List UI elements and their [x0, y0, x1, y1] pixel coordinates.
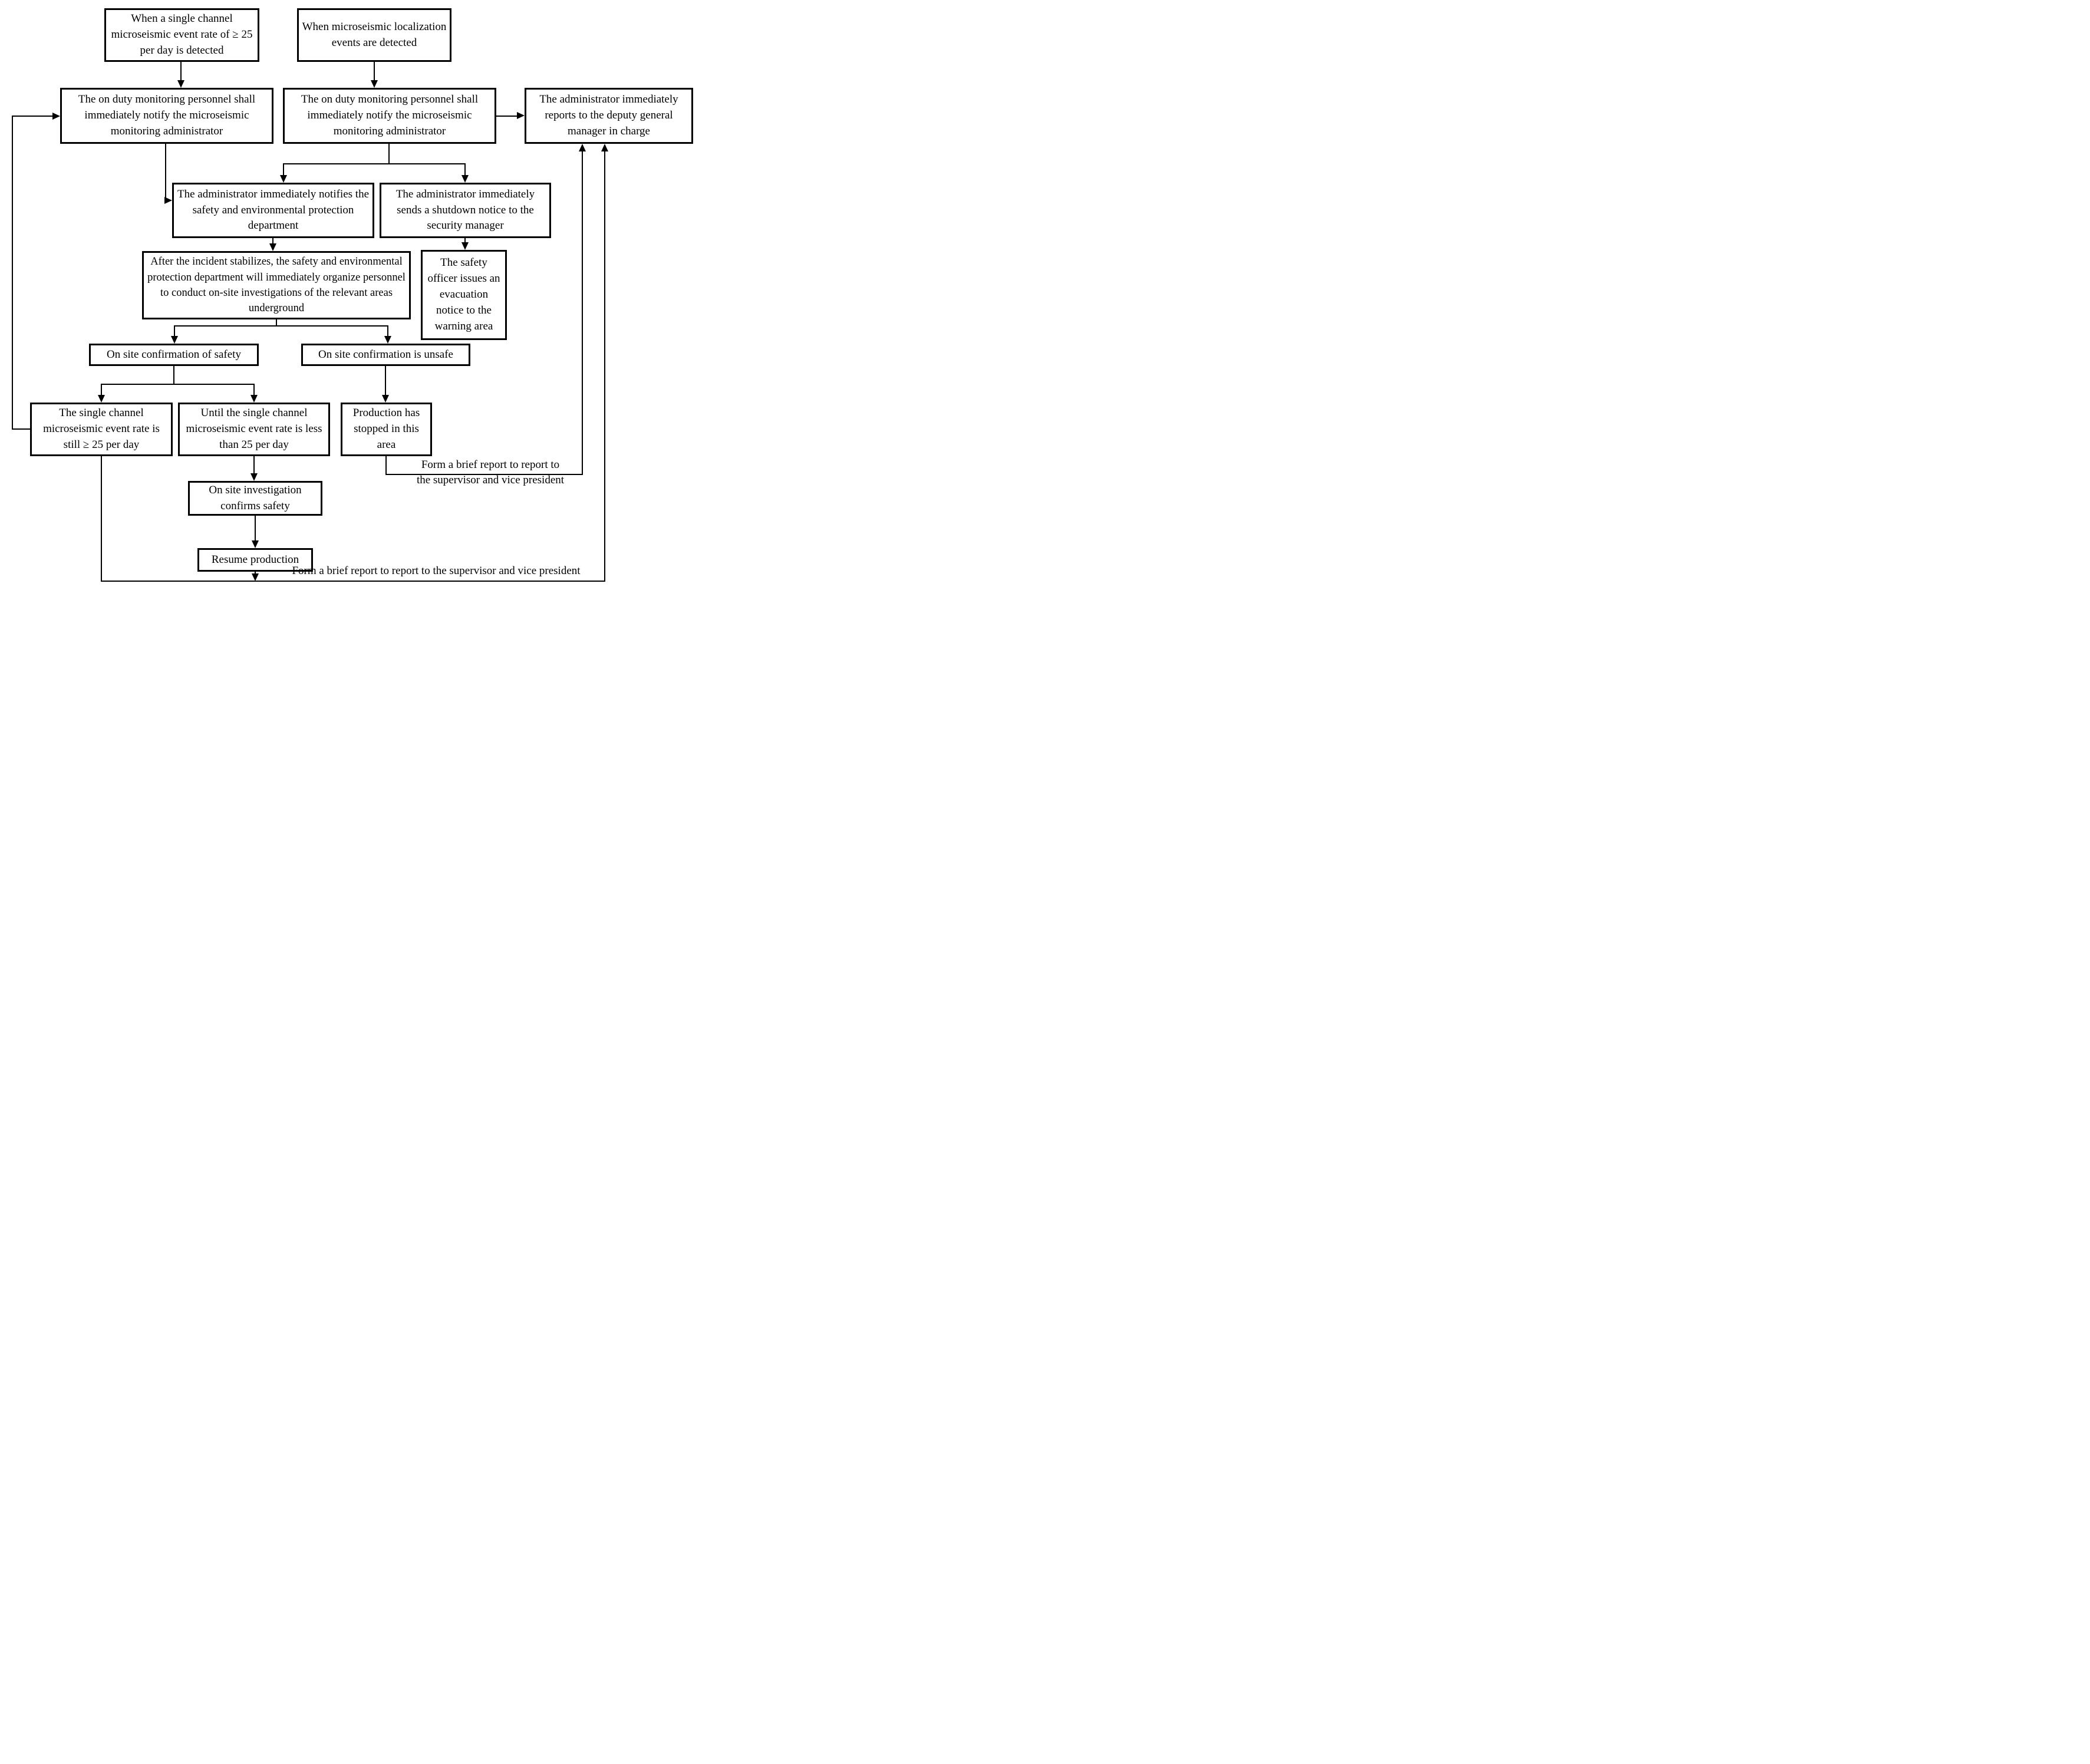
arrowhead-right [517, 112, 525, 119]
connector [101, 581, 605, 582]
connector [387, 325, 388, 337]
connector [12, 428, 31, 430]
connector [12, 116, 53, 117]
arrowhead-down [250, 395, 258, 403]
node-organize-onsite-investigation: After the incident stabilizes, the safet… [142, 251, 411, 319]
connector [283, 163, 466, 164]
arrowhead-down [252, 540, 259, 548]
connector [101, 456, 102, 582]
node-onsite-confirmation-unsafe: On site confirmation is unsafe [301, 344, 470, 366]
connector [388, 144, 390, 164]
connector [496, 116, 517, 117]
arrowhead-down [250, 473, 258, 481]
connector [272, 238, 273, 245]
flowchart-canvas: When a single channel microseismic event… [0, 0, 697, 588]
connector [283, 163, 284, 176]
node-investigation-confirms-safety: On site investigation confirms safety [188, 481, 322, 516]
arrowhead-down [461, 175, 469, 183]
connector [464, 163, 466, 176]
connector [12, 116, 13, 430]
connector [180, 62, 182, 82]
label-report-note-bottom: Form a brief report to report to the sup… [292, 565, 581, 577]
node-report-deputy-general-manager: The administrator immediately reports to… [525, 88, 693, 144]
arrowhead-down [98, 395, 105, 403]
node-resume-production: Resume production [197, 548, 313, 572]
arrowhead-down [252, 573, 259, 581]
connector [604, 151, 605, 581]
arrowhead-down [177, 80, 184, 88]
node-rate-below-25: Until the single channel microseismic ev… [178, 403, 330, 456]
arrowhead-up [601, 144, 608, 151]
label-report-note-right-line1: Form a brief report to report to [421, 459, 560, 471]
node-notify-monitoring-admin-left: The on duty monitoring personnel shall i… [60, 88, 273, 144]
connector [385, 456, 387, 475]
arrowhead-down [280, 175, 287, 183]
connector [385, 474, 583, 475]
node-onsite-confirmation-safety: On site confirmation of safety [89, 344, 259, 366]
connector [174, 325, 388, 327]
connector [173, 366, 174, 385]
arrowhead-down [269, 243, 276, 251]
arrowhead-down [461, 242, 469, 250]
connector [464, 238, 466, 243]
connector [165, 144, 166, 201]
arrowhead-down [382, 395, 389, 403]
arrowhead-down [371, 80, 378, 88]
connector [174, 325, 175, 337]
label-report-note-right: Form a brief report to report to the sup… [411, 457, 570, 488]
arrowhead-down [171, 336, 178, 344]
node-send-shutdown-notice: The administrator immediately sends a sh… [380, 183, 551, 238]
node-single-channel-rate-detected: When a single channel microseismic event… [104, 8, 259, 62]
arrowhead-up [579, 144, 586, 151]
arrowhead-right [52, 113, 60, 120]
arrowhead-right [164, 197, 172, 204]
node-notify-safety-environmental-dept: The administrator immediately notifies t… [172, 183, 374, 238]
connector [385, 366, 386, 396]
connector [253, 456, 255, 474]
connector [255, 516, 256, 542]
label-report-note-right-line2: the supervisor and vice president [416, 474, 565, 487]
node-localization-events-detected: When microseismic localization events ar… [297, 8, 451, 62]
connector [101, 384, 255, 385]
arrowhead-down [384, 336, 391, 344]
node-production-stopped: Production has stopped in this area [341, 403, 432, 456]
connector [101, 384, 102, 396]
node-notify-monitoring-admin-center: The on duty monitoring personnel shall i… [283, 88, 496, 144]
connector [253, 384, 255, 396]
connector [582, 151, 583, 475]
connector [276, 319, 277, 327]
connector [374, 62, 375, 82]
node-rate-still-above-25: The single channel microseismic event ra… [30, 403, 173, 456]
node-evacuation-notice: The safety officer issues an evacuation … [421, 250, 507, 340]
